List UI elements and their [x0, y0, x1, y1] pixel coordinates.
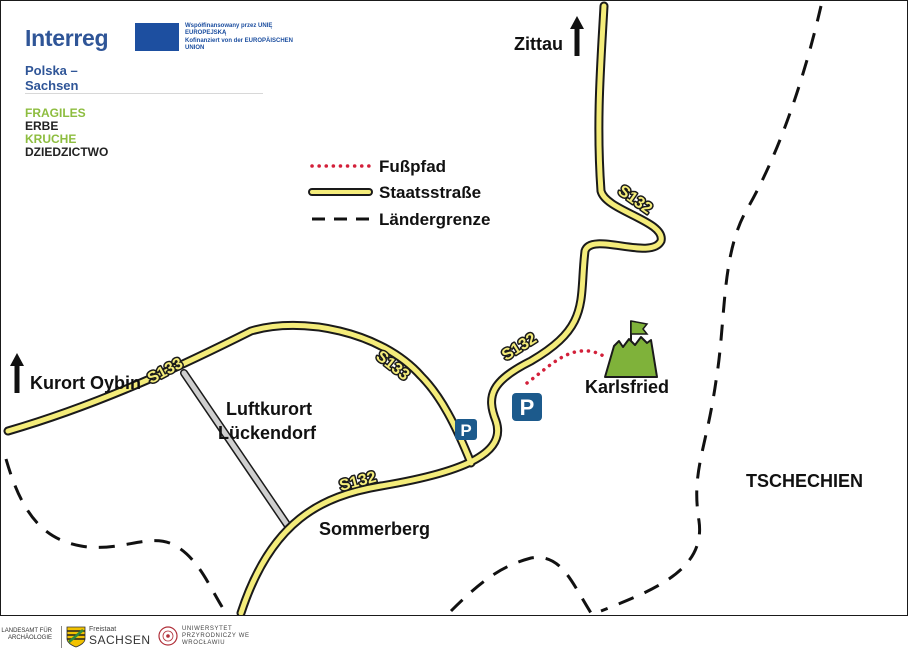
eu-flag [135, 23, 179, 51]
label-tschechien: TSCHECHIEN [746, 471, 864, 491]
arrow-oybin-icon [10, 353, 24, 393]
footer-divider [61, 626, 62, 648]
programme-name: Polska – Sachsen [25, 63, 79, 93]
svg-text:P: P [460, 421, 471, 440]
legend-road-label: Staatsstraße [379, 183, 481, 202]
project-dziedzictwo: DZIEDZICTWO [25, 145, 109, 159]
freistaat-text: Freistaat [89, 626, 117, 633]
project-fragiles: FRAGILES [25, 106, 86, 120]
header-divider [25, 93, 263, 94]
label-lueckendorf: Lückendorf [218, 423, 317, 443]
local-road [180, 369, 292, 530]
interreg-logo: Interreg [25, 25, 109, 51]
legend-footpath-label: Fußpfad [379, 157, 446, 176]
castle-icon [604, 320, 658, 378]
university-seal-icon [158, 626, 178, 646]
map-canvas: S133 S133 S132 S132 S132 Fußpfad Staatss… [3, 1, 823, 615]
project-logo: FRAGILES ERBE KRUCHE DZIEDZICTWO [25, 107, 108, 159]
map-frame: S133 S133 S132 S132 S132 Fußpfad Staatss… [0, 0, 908, 616]
project-erbe: ERBE [25, 119, 59, 133]
label-zittau: Zittau [514, 34, 563, 54]
road-label-s133-west: S133 [145, 355, 186, 388]
label-karlsfried: Karlsfried [585, 377, 670, 397]
landesamt-logo-text: LANDESAMT FÜR ARCHÄOLOGIE [1, 628, 52, 641]
legend: Fußpfad Staatsstraße Ländergrenze [308, 157, 490, 229]
label-kurort-oybin: Kurort Oybin [30, 373, 141, 393]
arrow-zittau-icon [570, 16, 584, 56]
country-border [4, 5, 823, 614]
eu-cofinance-de: Kofinanziert von der EUROPÄISCHEN UNION [185, 38, 294, 51]
footpath-line [525, 349, 607, 385]
project-kruche: KRUCHE [25, 132, 77, 146]
eu-cofinance-pl: Współfinansowany przez UNIĘ EUROPEJSKĄ [185, 23, 273, 36]
svg-text:P: P [520, 395, 535, 420]
label-sommerberg: Sommerberg [319, 519, 431, 539]
parking-icon-small: P [455, 419, 477, 440]
sachsen-text: SACHSEN [89, 633, 151, 647]
label-luftkurort: Luftkurort [226, 399, 312, 419]
legend-border-label: Ländergrenze [379, 210, 490, 229]
state-roads [3, 1, 666, 615]
university-text: UNIWERSYTET PRZYRODNICZY WE WROCŁAWIU [182, 626, 250, 646]
parking-icon-large: P [512, 393, 542, 421]
sachsen-coat-of-arms-icon [66, 626, 86, 648]
footer-logos: LANDESAMT FÜR ARCHÄOLOGIE Freistaat SACH… [0, 616, 908, 652]
